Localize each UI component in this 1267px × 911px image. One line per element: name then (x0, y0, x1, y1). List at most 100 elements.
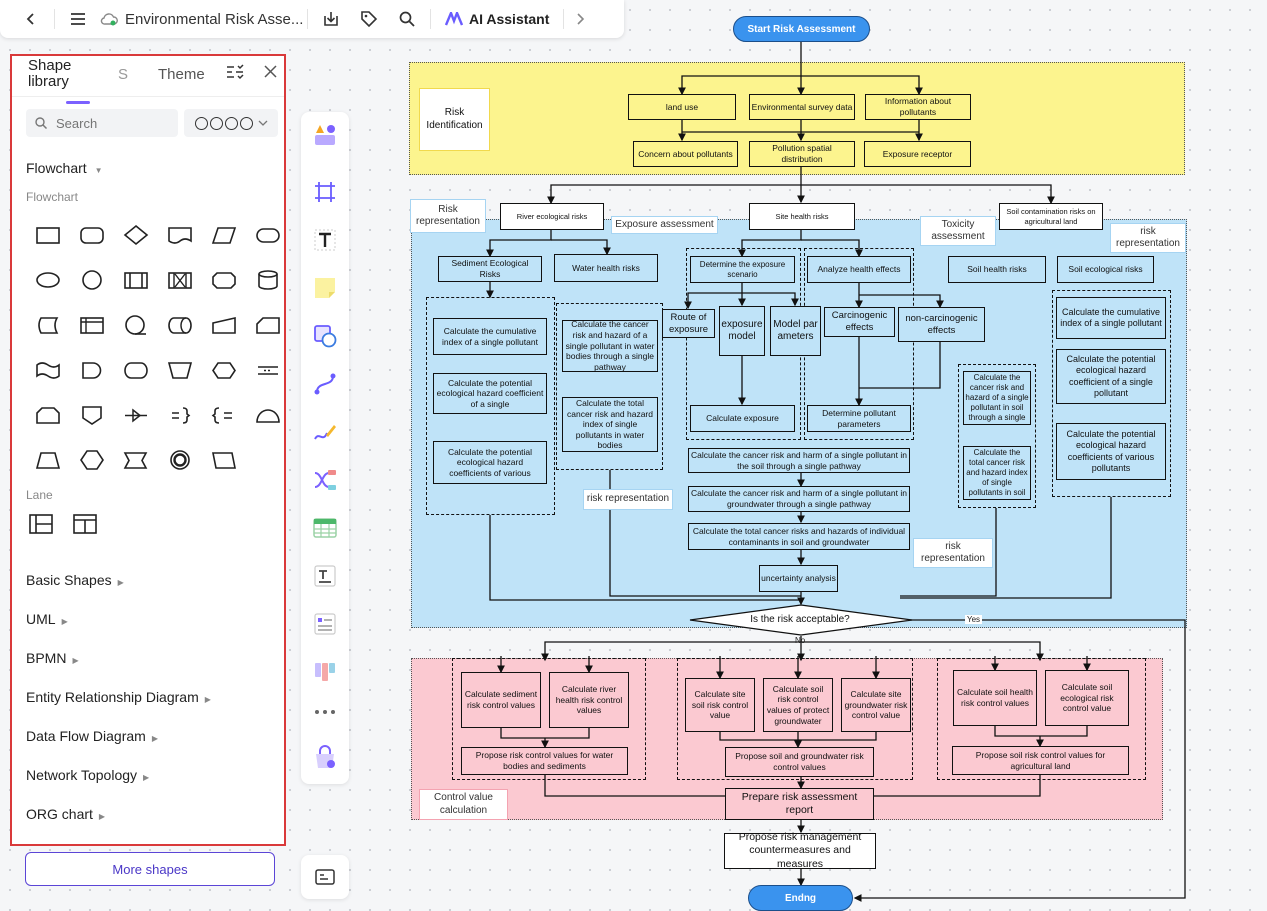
template-icon[interactable] (309, 118, 341, 150)
circle-shape-icon[interactable] (70, 257, 114, 302)
site-soil-control-node[interactable]: Calculate site soil risk control value (685, 678, 755, 732)
water-sediment-control-node[interactable]: Propose risk control values for water bo… (461, 747, 628, 775)
process-shape-icon[interactable] (26, 212, 70, 257)
mindmap-tool-icon[interactable] (309, 464, 341, 496)
display-shape-icon[interactable] (114, 347, 158, 392)
shield-shape-icon[interactable] (70, 392, 114, 437)
soil-health-item-1[interactable]: Calculate the cancer risk and hazard of … (963, 371, 1031, 425)
soil-eco-item-2[interactable]: Calculate the potential ecological hazar… (1056, 349, 1166, 404)
exposure-assessment-label[interactable]: Exposure assessment (611, 216, 718, 234)
search-icon[interactable] (388, 0, 426, 38)
site-step-3[interactable]: Calculate the total cancer risks and haz… (688, 523, 910, 550)
tab-shape-library[interactable]: Shape library (28, 57, 72, 90)
data-shape-icon[interactable] (202, 212, 246, 257)
flowchart-section-toggle[interactable]: Flowchart ▼ (26, 160, 103, 176)
parallelogram-alt-shape-icon[interactable] (202, 437, 246, 482)
delay-shape-icon[interactable] (70, 347, 114, 392)
toxicity-assessment-label[interactable]: Toxicity assessment (920, 216, 996, 246)
tag-icon[interactable] (350, 0, 388, 38)
sticky-note-icon[interactable] (309, 272, 341, 304)
risk-representation-label-1[interactable]: Risk representation (410, 199, 486, 233)
more-shapes-button[interactable]: More shapes (25, 852, 275, 886)
sequential-data-shape-icon[interactable] (114, 302, 158, 347)
soil-eco-control-node[interactable]: Calculate soil ecological risk control v… (1045, 670, 1129, 726)
category-data-flow[interactable]: Data Flow Diagram▶ (26, 728, 158, 744)
trapezoid-shape-icon[interactable] (26, 437, 70, 482)
survey-data-node[interactable]: Environmental survey data (749, 94, 855, 120)
groundwater-protect-control-node[interactable]: Calculate soil risk control values of pr… (763, 678, 833, 732)
pollution-distribution-node[interactable]: Pollution spatial distribution (749, 141, 855, 167)
annotation-right-shape-icon[interactable] (158, 392, 202, 437)
site-step-1[interactable]: Calculate the cancer risk and harm of a … (688, 448, 910, 473)
internal-storage-shape-icon[interactable] (70, 302, 114, 347)
land-use-node[interactable]: land use (628, 94, 736, 120)
terminator-shape-icon[interactable] (246, 212, 290, 257)
category-network-topology[interactable]: Network Topology▶ (26, 767, 149, 783)
sediment-control-node[interactable]: Calculate sediment risk control values (461, 672, 541, 728)
predefined-process-shape-icon[interactable] (114, 257, 158, 302)
report-node[interactable]: Prepare risk assessment report (725, 788, 874, 820)
ai-assistant-button[interactable]: AI Assistant (435, 11, 559, 27)
water-item-1[interactable]: Calculate the cancer risk and hazard of … (562, 319, 658, 372)
water-item-2[interactable]: Calculate the total cancer risk and haza… (562, 397, 658, 452)
river-health-control-node[interactable]: Calculate river health risk control valu… (549, 672, 629, 728)
shape-style-select[interactable] (184, 109, 278, 137)
soil-ag-risk-node[interactable]: Soil contamination risks on agricultural… (999, 203, 1103, 230)
tab-theme[interactable]: Theme (158, 66, 205, 83)
measures-node[interactable]: Propose risk management countermeasures … (724, 831, 876, 870)
parallel-mode-shape-icon[interactable] (246, 347, 290, 392)
manual-operation-shape-icon[interactable] (158, 347, 202, 392)
sediment-risk-node[interactable]: Sediment Ecological Risks (438, 256, 542, 282)
risk-representation-label-3[interactable]: risk representation (583, 489, 673, 510)
tab-s[interactable]: S (118, 66, 129, 83)
back-icon[interactable] (12, 0, 50, 38)
manual-input-shape-icon[interactable] (202, 302, 246, 347)
paper-tape-shape-icon[interactable] (26, 347, 70, 392)
pen-tool-icon[interactable] (309, 416, 341, 448)
hexagon-alt-shape-icon[interactable] (70, 437, 114, 482)
document-title[interactable]: Environmental Risk Asse... (125, 10, 303, 28)
soil-groundwater-control-node[interactable]: Propose soil and groundwater risk contro… (725, 747, 874, 777)
health-effects-node[interactable]: Analyze health effects (807, 256, 911, 283)
notch-shape-icon[interactable] (114, 437, 158, 482)
carcinogenic-node[interactable]: Carcinogenic effects (824, 307, 895, 337)
calculate-exposure-node[interactable]: Calculate exposure (690, 405, 795, 432)
shape-search[interactable] (26, 109, 178, 137)
sediment-item-2[interactable]: Calculate the potential ecological hazar… (433, 373, 547, 414)
sediment-item-3[interactable]: Calculate the potential ecological hazar… (433, 441, 547, 484)
category-bpmn[interactable]: BPMN▶ (26, 650, 79, 666)
exposure-model-node[interactable]: exposure model (719, 306, 765, 356)
chevron-right-icon[interactable] (568, 0, 594, 38)
connector-tool-icon[interactable] (309, 368, 341, 400)
collate-shape-icon[interactable] (158, 257, 202, 302)
exposure-scenario-node[interactable]: Determine the exposure scenario (690, 256, 795, 283)
annotation-left-shape-icon[interactable] (202, 392, 246, 437)
control-value-label[interactable]: Control value calculation (419, 789, 508, 820)
soil-health-node[interactable]: Soil health risks (948, 256, 1046, 283)
soil-health-item-2[interactable]: Calculate the total cancer risk and haza… (963, 446, 1031, 500)
close-icon[interactable] (264, 65, 277, 83)
category-org-chart[interactable]: ORG chart▶ (26, 806, 105, 822)
off-page-shape-icon[interactable] (26, 392, 70, 437)
start-node[interactable]: Start Risk Assessment (733, 16, 870, 42)
text-tool-icon[interactable] (309, 224, 341, 256)
double-circle-shape-icon[interactable] (158, 437, 202, 482)
risk-representation-label-4[interactable]: risk representation (913, 538, 993, 568)
soil-eco-item-1[interactable]: Calculate the cumulative index of a sing… (1056, 297, 1166, 339)
risk-identification-label[interactable]: Risk Identification (419, 88, 490, 151)
table-tool-icon[interactable] (309, 512, 341, 544)
more-tools-icon[interactable] (309, 696, 341, 728)
river-risk-node[interactable]: River ecological risks (500, 203, 604, 230)
exposure-receptor-node[interactable]: Exposure receptor (864, 141, 971, 167)
list-card-icon[interactable] (309, 608, 341, 640)
pollutant-params-node[interactable]: Determine pollutant parameters (807, 405, 911, 432)
uncertainty-node[interactable]: uncertainty analysis (759, 565, 838, 592)
ellipse-shape-icon[interactable] (26, 257, 70, 302)
stored-data-shape-icon[interactable] (26, 302, 70, 347)
half-circle-shape-icon[interactable] (246, 392, 290, 437)
document-shape-icon[interactable] (158, 212, 202, 257)
card-shape-icon[interactable] (246, 302, 290, 347)
site-risk-node[interactable]: Site health risks (749, 203, 855, 230)
ag-land-control-node[interactable]: Propose soil risk control values for agr… (952, 746, 1129, 775)
